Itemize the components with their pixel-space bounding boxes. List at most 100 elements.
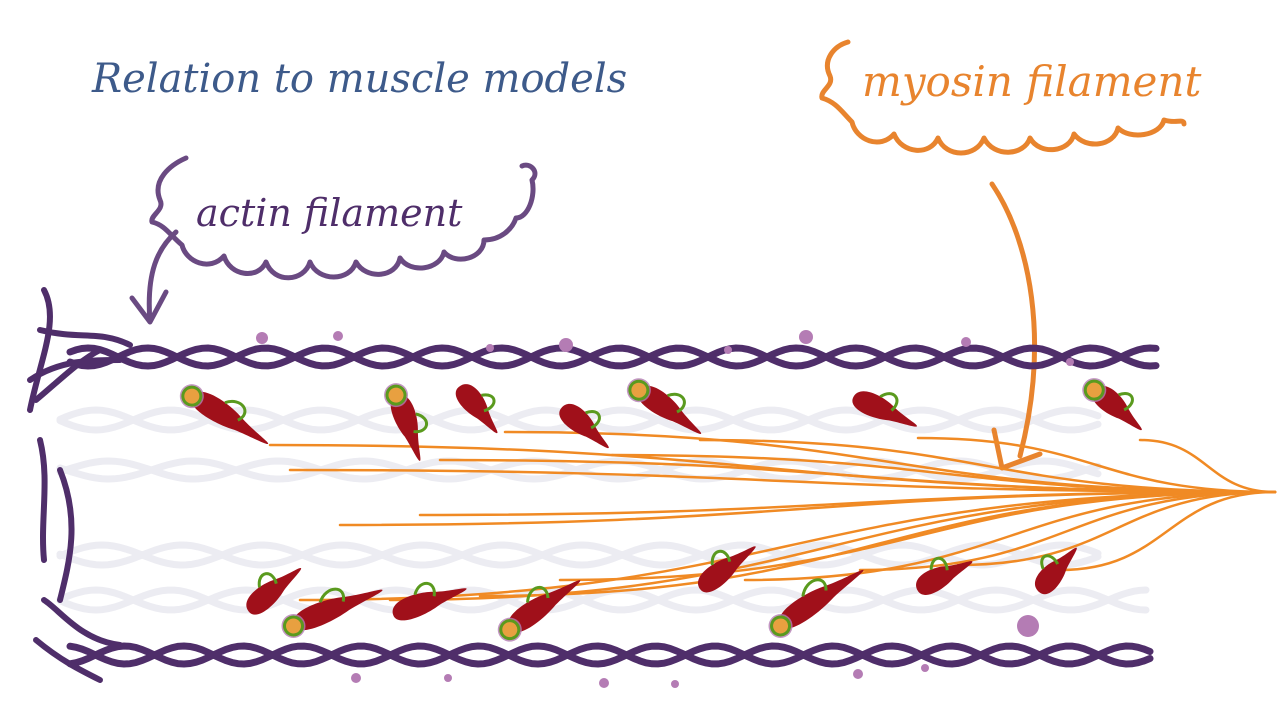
myosin-head bbox=[497, 580, 581, 642]
myosin-head bbox=[179, 384, 269, 445]
z-disc-strand bbox=[33, 637, 103, 683]
myosin-strand bbox=[558, 490, 1277, 582]
myosin-head-body bbox=[637, 385, 702, 434]
actin-bead bbox=[921, 664, 929, 672]
actin-bead bbox=[599, 678, 609, 688]
myosin-filament bbox=[268, 430, 1277, 602]
z-disc-strand bbox=[37, 437, 48, 563]
actin-pointer-arrow bbox=[129, 229, 179, 325]
myosin-neck bbox=[929, 556, 949, 571]
myosin-head bbox=[455, 384, 498, 434]
actin-bead bbox=[1066, 358, 1074, 366]
myosin-head bbox=[1035, 547, 1077, 595]
myosin-head-body bbox=[852, 391, 917, 427]
myosin-head-body bbox=[559, 403, 609, 449]
myosin-head bbox=[392, 581, 467, 621]
myosin-head bbox=[384, 383, 429, 461]
myosin-label-callout: myosin filament bbox=[819, 39, 1201, 471]
myosin-head-body bbox=[292, 589, 383, 631]
z-disc-strand bbox=[27, 357, 123, 383]
actin-bead bbox=[724, 346, 732, 354]
myosin-strand bbox=[298, 490, 1277, 602]
bottom-actin-filament bbox=[66, 642, 1154, 668]
myosin-head-body bbox=[1035, 547, 1077, 595]
myosin-strand bbox=[1138, 438, 1277, 494]
myosin-neck bbox=[879, 392, 899, 412]
myosin-neck bbox=[318, 587, 345, 603]
z-disc-strand bbox=[57, 467, 75, 603]
myosin-strand bbox=[1058, 490, 1277, 572]
myosin-neck bbox=[481, 393, 496, 413]
myosin-head bbox=[698, 546, 756, 593]
myosin-neck bbox=[801, 578, 828, 597]
myosin-head-body bbox=[1092, 385, 1142, 431]
myosin-neck bbox=[667, 392, 686, 414]
myosin-head-body bbox=[916, 561, 973, 595]
z-disc-strand bbox=[33, 347, 103, 403]
actin-bead bbox=[671, 680, 679, 688]
myosin-head bbox=[768, 569, 864, 638]
myosin-neck bbox=[224, 399, 247, 422]
top-actin-filament bbox=[66, 330, 1160, 688]
attached-head-tip bbox=[770, 615, 792, 637]
myosin-strand bbox=[698, 438, 1277, 494]
myosin-neck bbox=[413, 412, 429, 434]
actin-bead bbox=[961, 337, 971, 347]
myosin-head bbox=[281, 587, 383, 638]
myosin-strand bbox=[743, 490, 1277, 582]
background-actin-strand bbox=[56, 586, 1150, 614]
attached-head-tip bbox=[499, 619, 521, 641]
myosin-strand bbox=[858, 490, 1277, 572]
actin-bead bbox=[351, 673, 361, 683]
diagram-title: Relation to muscle models bbox=[91, 56, 627, 102]
myosin-head-body bbox=[698, 546, 756, 593]
myosin-head-body bbox=[455, 384, 498, 434]
actin-label: actin filament bbox=[196, 191, 463, 235]
myosin-label: myosin filament bbox=[862, 57, 1201, 106]
myosin-neck bbox=[710, 549, 732, 566]
actin-bead bbox=[486, 344, 494, 352]
actin-label-callout: actin filament bbox=[129, 155, 538, 325]
actin-bead bbox=[559, 338, 573, 352]
myosin-head-body bbox=[779, 569, 864, 629]
left-z-disc bbox=[27, 287, 133, 683]
myosin-strand bbox=[956, 490, 1277, 567]
myosin-neck bbox=[585, 410, 601, 430]
z-disc-strand bbox=[37, 327, 133, 348]
attached-head-tip bbox=[181, 385, 203, 407]
myosin-strand bbox=[916, 436, 1277, 494]
attached-head-tip bbox=[282, 615, 304, 637]
myosin-neck bbox=[413, 581, 436, 597]
myosin-strand bbox=[288, 468, 1277, 494]
attached-head-tip bbox=[628, 379, 650, 401]
myosin-head bbox=[852, 391, 917, 427]
z-disc-strand bbox=[41, 597, 123, 648]
z-disc-strand bbox=[27, 287, 53, 413]
myosin-neck bbox=[257, 572, 278, 588]
actin-bead bbox=[333, 331, 343, 341]
background-actin-strand bbox=[56, 541, 1102, 569]
actin-bead bbox=[1017, 615, 1039, 637]
actin-bead bbox=[853, 669, 863, 679]
myosin-strand bbox=[418, 490, 1277, 517]
actin-bead bbox=[444, 674, 452, 682]
bottom-actin-strand bbox=[66, 642, 1154, 668]
myosin-head-body bbox=[508, 580, 581, 633]
myosin-head-body bbox=[246, 567, 302, 615]
myosin-head bbox=[626, 378, 702, 434]
myosin-head-body bbox=[392, 588, 467, 621]
myosin-head-body bbox=[190, 391, 269, 445]
myosin-neck bbox=[526, 586, 550, 603]
myosin-heads bbox=[179, 378, 1142, 642]
background-actin-strand bbox=[56, 457, 1102, 483]
actin-bead bbox=[799, 330, 813, 344]
myosin-head bbox=[246, 567, 302, 615]
top-actin-strand bbox=[66, 344, 1160, 370]
bottom-actin-strand bbox=[66, 642, 1154, 668]
attached-head-tip bbox=[385, 384, 407, 406]
top-actin-strand bbox=[66, 344, 1160, 370]
attached-head-tip bbox=[1083, 379, 1105, 401]
myosin-callout-cloud bbox=[819, 39, 1187, 156]
myosin-head bbox=[559, 403, 609, 449]
myosin-head bbox=[916, 556, 973, 595]
